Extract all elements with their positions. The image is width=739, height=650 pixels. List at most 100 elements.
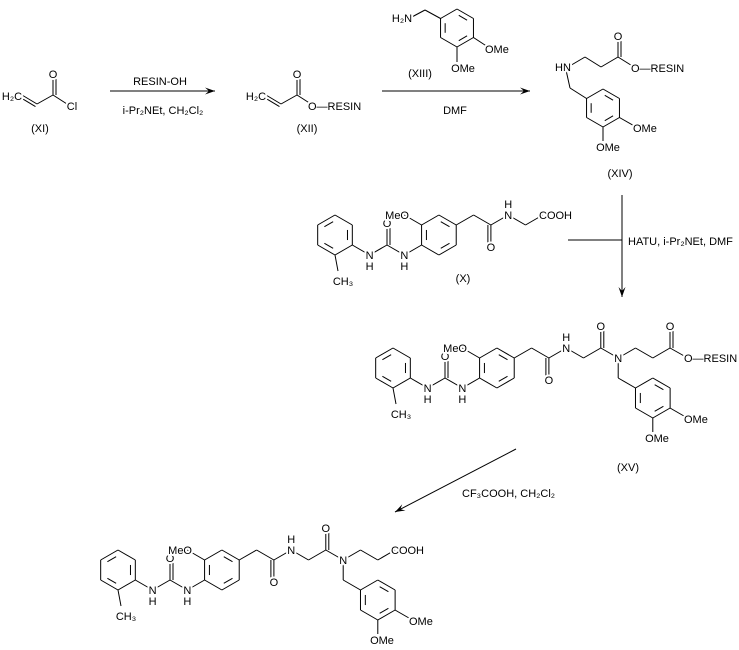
final-ome-3: OMe xyxy=(370,635,394,647)
ring-bond xyxy=(440,8,458,19)
step1-arrow-head xyxy=(205,87,215,95)
x-meo: MeO xyxy=(385,210,409,222)
xv-urea-o: O xyxy=(441,351,450,363)
bond xyxy=(569,87,587,99)
step3-conditions: HATU, i-Pr₂NEt, DMF xyxy=(628,236,733,248)
final-amide-h: H xyxy=(287,534,295,546)
aromatic-inner-bond xyxy=(604,94,614,101)
ring-bond xyxy=(317,244,336,256)
bond xyxy=(334,254,339,272)
xv-urea-n2: N xyxy=(458,383,466,395)
bond xyxy=(394,609,413,621)
bond xyxy=(584,56,602,68)
aromatic-inner-bond xyxy=(498,375,508,382)
final-urea-n2: N xyxy=(183,585,191,597)
bond xyxy=(290,549,309,561)
double-bond xyxy=(265,94,282,105)
double-bond-second-line xyxy=(20,97,36,108)
ring-bond xyxy=(421,244,440,256)
bond xyxy=(617,56,635,68)
bond xyxy=(386,244,405,256)
compound-label-xiv: (XIV) xyxy=(607,168,632,180)
bond xyxy=(342,549,361,561)
final-amide-o2: O xyxy=(322,523,331,535)
xv-meo: MeO xyxy=(443,343,467,355)
ring-bond xyxy=(438,214,457,226)
aromatic-inner-bond xyxy=(107,577,117,584)
ring-bond xyxy=(377,579,396,591)
step4-conditions: CF₃COOH, CH₂Cl₂ xyxy=(462,488,555,500)
ring-bond xyxy=(204,579,223,591)
ring-bond xyxy=(221,549,240,561)
double-bond xyxy=(21,94,38,105)
xv-urea-h1: H xyxy=(424,394,432,406)
step2-conditions: DMF xyxy=(443,105,467,117)
final-meo: MeO xyxy=(168,545,192,557)
bond xyxy=(256,549,275,561)
ring-bond xyxy=(100,579,119,591)
ring-bond xyxy=(360,579,379,591)
bond xyxy=(238,549,257,561)
bond xyxy=(444,377,463,389)
aromatic-inner-bond xyxy=(458,14,468,21)
xiii-ome-4: OMe xyxy=(485,44,509,56)
aromatic-inner-bond xyxy=(324,221,334,228)
x-cooh: COOH xyxy=(539,210,572,222)
ring-bond xyxy=(377,609,396,621)
ring-bond xyxy=(392,377,411,389)
bond xyxy=(565,347,584,359)
bond xyxy=(635,347,654,359)
bond xyxy=(296,94,312,105)
double-bond-second-line xyxy=(264,97,280,108)
bond xyxy=(427,377,446,389)
compound-label-xii: (XII) xyxy=(297,123,318,135)
bond xyxy=(583,347,602,359)
bond xyxy=(360,549,379,561)
xv-ch3: CH₃ xyxy=(391,409,411,421)
ring-bond xyxy=(117,579,136,591)
bond xyxy=(273,549,292,561)
ring-bond xyxy=(117,549,136,561)
bond xyxy=(392,387,397,405)
aromatic-inner-bond xyxy=(458,35,468,42)
ring-bond xyxy=(635,407,654,419)
xv-ome-4: OMe xyxy=(684,414,708,426)
compound-label-x: (X) xyxy=(456,273,471,285)
compound-label-xi: (XI) xyxy=(31,123,49,135)
bond xyxy=(565,69,571,89)
bond xyxy=(473,37,489,48)
ring-bond xyxy=(496,377,515,389)
x-urea-h2: H xyxy=(400,261,408,273)
aromatic-inner-bond xyxy=(324,242,334,249)
final-cooh: COOH xyxy=(391,545,424,557)
xi-carbonyl-o: O xyxy=(49,69,58,81)
bond xyxy=(410,377,428,389)
xv-o-resin: O—RESIN xyxy=(684,353,737,365)
step4-arrow xyxy=(394,448,517,513)
bond xyxy=(36,94,54,105)
ring-bond xyxy=(392,347,411,359)
aromatic-inner-bond xyxy=(379,586,389,593)
bond xyxy=(135,579,153,591)
x-amide-h: H xyxy=(504,199,512,211)
ring-bond xyxy=(440,37,458,48)
ring-bond xyxy=(456,37,474,48)
step3-arrow-head xyxy=(618,287,626,297)
xv-ester-o: O xyxy=(666,321,675,333)
step4-arrow-head xyxy=(395,504,406,512)
x-urea-n2: N xyxy=(400,250,408,262)
xiii-ome-3: OMe xyxy=(451,63,475,75)
arrows-layer xyxy=(110,87,626,513)
xv-amide-o2: O xyxy=(597,321,606,333)
bond xyxy=(490,214,509,226)
ring-bond xyxy=(635,377,654,389)
x-amide-n: N xyxy=(504,210,512,222)
bond xyxy=(152,579,171,591)
aromatic-inner-bond xyxy=(223,556,233,563)
bond xyxy=(352,244,370,256)
final-urea-h1: H xyxy=(149,596,157,608)
aromatic-inner-bond xyxy=(223,577,233,584)
aromatic-inner-bond xyxy=(654,405,664,412)
ring-bond xyxy=(375,347,394,359)
bond xyxy=(455,214,474,226)
